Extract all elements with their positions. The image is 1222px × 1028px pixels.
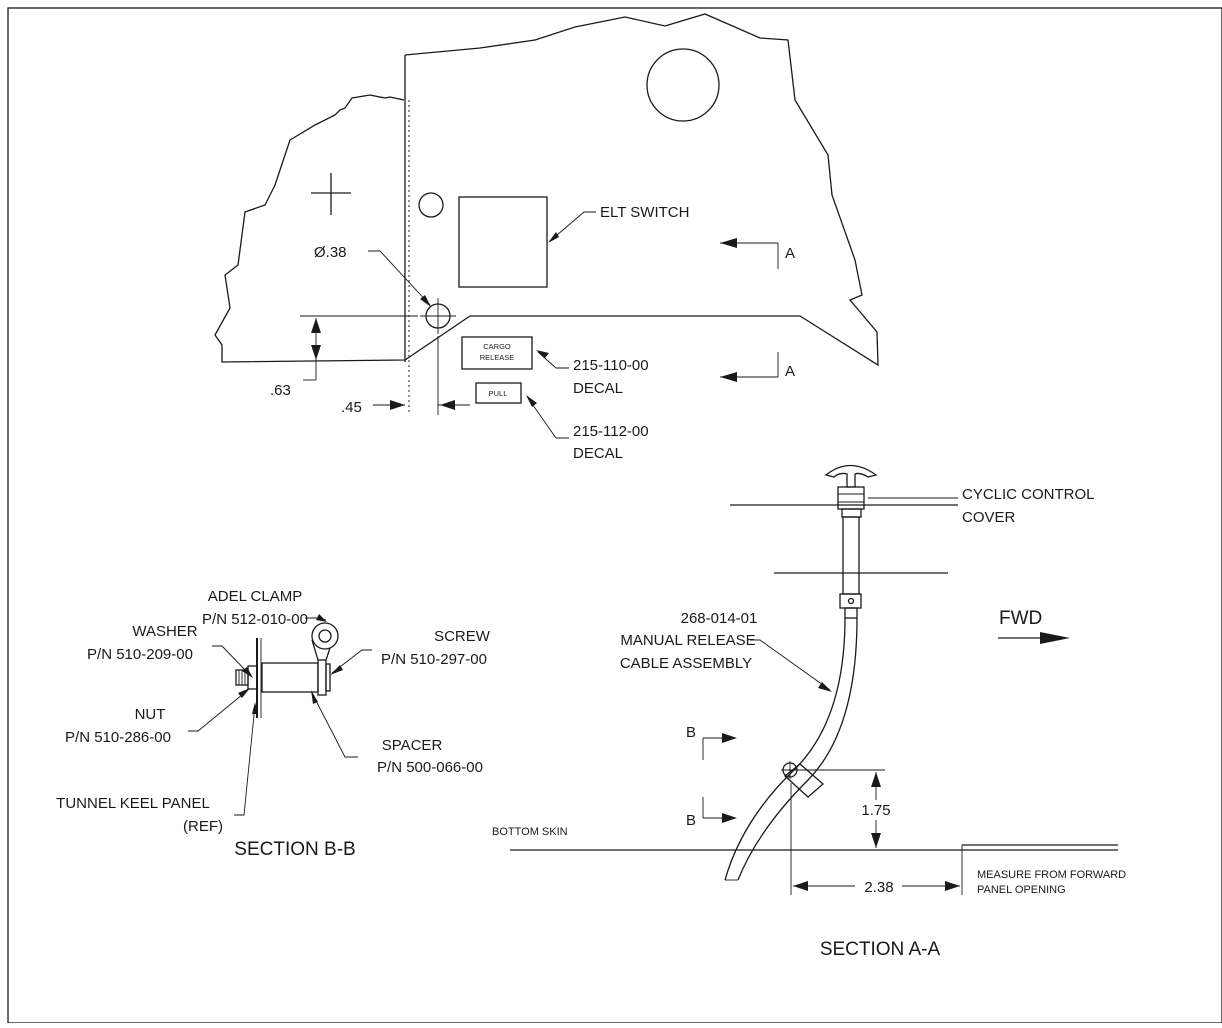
tunnel-keel-ref: (REF) — [183, 818, 223, 835]
dim-63-label: .63 — [270, 382, 291, 399]
screw-pn: P/N 510-297-00 — [381, 651, 487, 668]
adel-clamp-loop-outer — [311, 622, 339, 650]
cable-housing — [842, 516, 860, 595]
nut-arrow — [238, 688, 250, 698]
cable-right — [737, 617, 858, 881]
large-hole — [646, 48, 720, 122]
cable-clamp — [784, 763, 824, 798]
dim-175-arrow-bot — [871, 833, 881, 848]
decal-1-arrow — [536, 350, 549, 358]
fwd-label: FWD — [999, 608, 1042, 629]
cargo-release-decal — [461, 336, 533, 370]
dim-45-label: .45 — [341, 399, 362, 416]
adel-clamp-loop-inner — [318, 629, 332, 643]
spacer-shape — [261, 662, 319, 693]
dim-238-arrow-right — [945, 881, 960, 891]
decal-1-pn: 215-110-00 — [573, 357, 649, 374]
small-hole — [418, 192, 444, 218]
pull-decal-text: PULL — [489, 389, 508, 398]
section-a-bottom-label: A — [785, 363, 795, 380]
cable-pn: 268-014-01 — [681, 610, 758, 627]
section-a-bottom-arrow — [720, 372, 737, 382]
dim-63-arrow-top — [311, 318, 321, 333]
elt-switch-label: ELT SWITCH — [600, 204, 689, 221]
washer-arrow — [242, 667, 253, 678]
section-b-top-arrow — [722, 733, 737, 743]
measure-note-line1: MEASURE FROM FORWARD — [977, 869, 1126, 881]
handle-nut — [837, 486, 865, 510]
detail-view: ELT SWITCH A A Ø.38 .63 .45 CARGO — [214, 13, 879, 462]
nut-leader — [188, 689, 249, 732]
screw-label: SCREW — [434, 628, 491, 645]
washer-leader — [212, 645, 252, 677]
cable-line3: CABLE ASSEMBLY — [620, 655, 752, 672]
section-a-top-arrow — [720, 238, 737, 248]
washer-pn: P/N 510-209-00 — [87, 646, 193, 663]
dia-arrow — [420, 295, 431, 307]
elt-switch-leader — [549, 211, 596, 242]
screw-leader — [331, 649, 372, 674]
tunnel-keel-leader — [234, 704, 256, 816]
decal-1-leader — [537, 351, 569, 369]
nut-pn: P/N 510-286-00 — [65, 729, 171, 746]
section-bb-title: SECTION B-B — [234, 839, 355, 860]
clamp-plate — [317, 659, 327, 696]
cover-label: COVER — [962, 509, 1016, 526]
dim-45-arrow-left — [390, 400, 405, 410]
cargo-release-line1: CARGO — [483, 342, 511, 351]
decal-1-word: DECAL — [573, 380, 623, 397]
dim-45-arrow-right — [440, 400, 455, 410]
spacer-pn: P/N 500-066-00 — [377, 759, 483, 776]
dim-238-label: 2.38 — [864, 879, 893, 896]
bottom-skin-label: BOTTOM SKIN — [492, 826, 568, 838]
nut-label: NUT — [135, 706, 166, 723]
cable-leader — [750, 639, 831, 691]
spacer-leader — [311, 692, 358, 758]
decal-2-leader — [527, 397, 569, 439]
section-b-top-label: B — [686, 724, 696, 741]
decal-2-pn: 215-112-00 — [573, 423, 649, 440]
cargo-release-line2: RELEASE — [480, 353, 515, 362]
t-handle — [824, 464, 878, 488]
adel-clamp-label: ADEL CLAMP — [208, 588, 302, 605]
section-aa-title: SECTION A-A — [820, 939, 941, 960]
screw-head — [325, 663, 331, 692]
cable-fitting — [839, 593, 862, 609]
cyclic-control-label: CYCLIC CONTROL — [962, 486, 1095, 503]
section-b-bottom-arrow — [722, 813, 737, 823]
spacer-label: SPACER — [382, 737, 443, 754]
dia-label: Ø.38 — [314, 244, 347, 261]
screw-arrow — [330, 665, 343, 675]
adel-arrow — [316, 614, 327, 622]
panel-outline — [214, 13, 879, 367]
section-aa: 1.75 BOTTOM SKIN 2.38 MEASURE FROM FORWA… — [492, 464, 1126, 960]
dim-63-arrow-bot — [311, 345, 321, 360]
fwd-arrowhead — [1040, 632, 1070, 644]
dim-175-arrow-top — [871, 772, 881, 787]
dim-175-label: 1.75 — [861, 802, 890, 819]
section-b-bottom-label: B — [686, 812, 696, 829]
spacer-arrow — [311, 690, 318, 704]
nut-shape — [247, 665, 258, 690]
elt-switch-arrow — [548, 232, 559, 243]
measure-note-line2: PANEL OPENING — [977, 884, 1066, 896]
decal-2-arrow — [526, 395, 537, 407]
elt-switch-box — [458, 196, 548, 288]
washer-label: WASHER — [132, 623, 197, 640]
cable-line2: MANUAL RELEASE — [620, 632, 755, 649]
tunnel-keel-label: TUNNEL KEEL PANEL — [56, 795, 210, 812]
dia-leader — [368, 250, 431, 306]
section-bb: ADEL CLAMP P/N 512-010-00 WASHER P/N 510… — [56, 588, 491, 860]
dim-238-arrow-left — [793, 881, 808, 891]
pull-decal — [475, 382, 522, 404]
adel-clamp-pn: P/N 512-010-00 — [202, 611, 308, 628]
tunnel-keel-arrow — [252, 702, 258, 714]
section-a-top-label: A — [785, 245, 795, 262]
cable-arrow — [818, 682, 832, 692]
decal-2-word: DECAL — [573, 445, 623, 462]
